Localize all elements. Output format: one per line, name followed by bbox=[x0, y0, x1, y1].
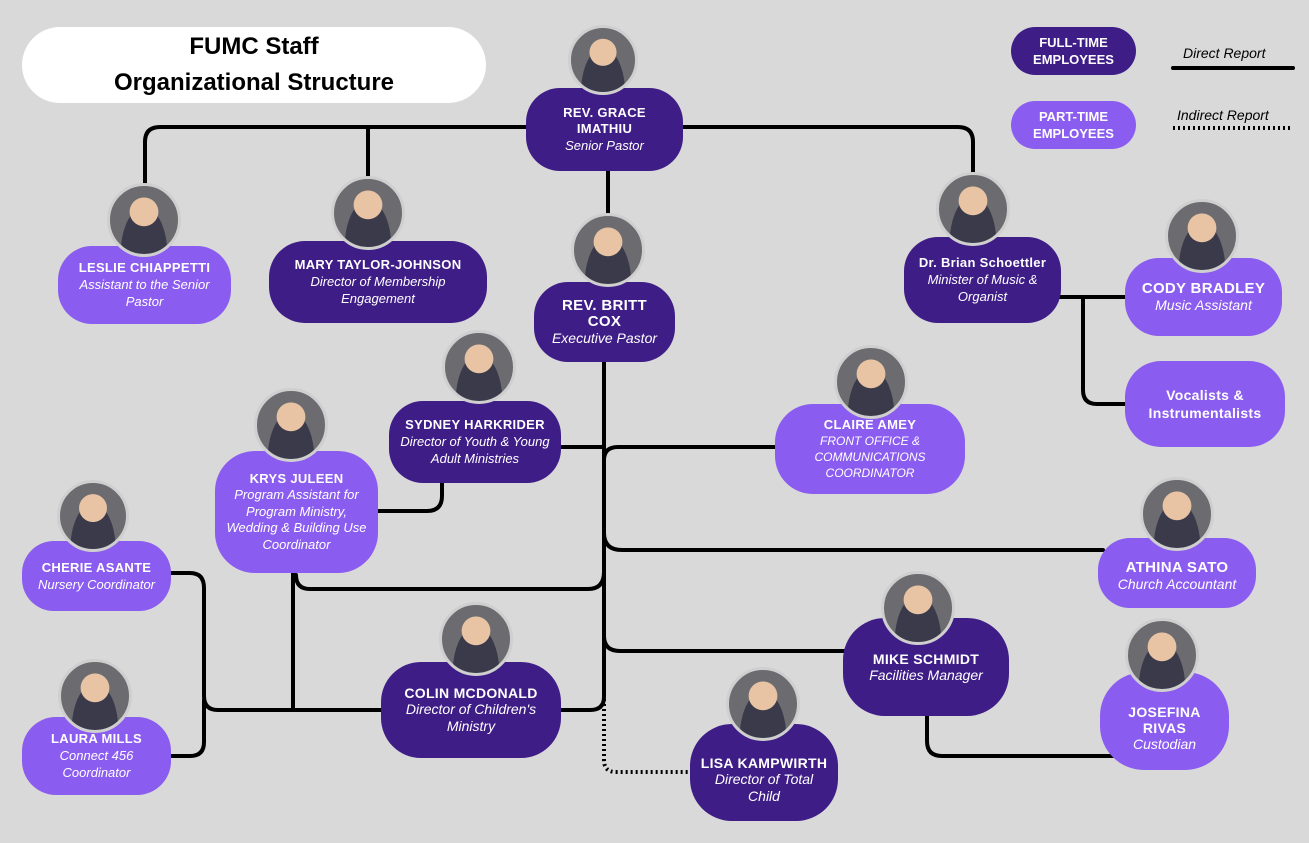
name-laura: LAURA MILLS bbox=[51, 731, 142, 746]
legend-indirect-label: Indirect Report bbox=[1177, 107, 1269, 123]
name-josefina: JOSEFINA RIVAS bbox=[1128, 703, 1201, 736]
name-leslie: LESLIE CHIAPPETTI bbox=[78, 260, 211, 275]
avatar-cody bbox=[1165, 199, 1239, 273]
name-lisa: LISA KAMPWIRTH bbox=[700, 754, 828, 771]
role-josefina: Custodian bbox=[1132, 735, 1197, 752]
node-claire-amey: CLAIRE AMEY FRONT OFFICE & COMMUNICATION… bbox=[775, 404, 965, 494]
avatar-leslie bbox=[107, 183, 181, 257]
avatar-lisa bbox=[726, 667, 800, 741]
role-cherie: Nursery Coordinator bbox=[37, 576, 156, 592]
node-grace-imathiu: REV. GRACE IMATHIU Senior Pastor bbox=[526, 88, 683, 171]
name-grace: REV. GRACE IMATHIU bbox=[563, 105, 646, 136]
node-leslie-chiappetti: LESLIE CHIAPPETTI Assistant to the Senio… bbox=[58, 246, 231, 324]
connector-laura bbox=[168, 698, 206, 758]
connector-sydney-krys bbox=[376, 480, 444, 513]
node-sydney-harkrider: SYDNEY HARKRIDER Director of Youth & You… bbox=[389, 401, 561, 483]
avatar-mary bbox=[331, 176, 405, 250]
role-laura: Connect 456 Coordinator bbox=[59, 748, 134, 780]
avatar-brian bbox=[936, 172, 1010, 246]
node-colin-mcdonald: COLIN MCDONALD Director of Children's Mi… bbox=[381, 662, 561, 758]
role-grace: Senior Pastor bbox=[565, 138, 644, 153]
title-line-1: FUMC Staff bbox=[189, 33, 319, 60]
connector-vocalists bbox=[1081, 295, 1129, 406]
name-cody: CODY BRADLEY bbox=[1141, 279, 1266, 297]
avatar-grace bbox=[568, 25, 638, 95]
role-athina: Church Accountant bbox=[1117, 575, 1237, 592]
node-athina-sato: ATHINA SATO Church Accountant bbox=[1098, 538, 1256, 608]
connector-mike bbox=[602, 634, 847, 653]
avatar-laura bbox=[58, 659, 132, 733]
avatar-claire bbox=[834, 345, 908, 419]
node-vocalists: Vocalists & Instrumentalists bbox=[1125, 361, 1285, 447]
role-mary: Director of Membership Engagement bbox=[310, 274, 446, 306]
avatar-cherie bbox=[57, 480, 129, 552]
name-mike: MIKE SCHMIDT bbox=[872, 650, 980, 667]
node-mary-taylor-johnson: MARY TAYLOR-JOHNSON Director of Membersh… bbox=[269, 241, 487, 323]
name-cherie: CHERIE ASANTE bbox=[41, 559, 152, 575]
name-sydney: SYDNEY HARKRIDER bbox=[405, 417, 545, 432]
connector-lisa-indirect bbox=[602, 604, 690, 774]
chart-title: FUMC Staff Organizational Structure bbox=[22, 27, 486, 103]
name-claire: CLAIRE AMEY bbox=[823, 417, 917, 432]
avatar-josefina bbox=[1125, 618, 1199, 692]
connector-colin-left bbox=[168, 571, 384, 712]
avatar-colin bbox=[439, 602, 513, 676]
avatar-britt bbox=[571, 213, 645, 287]
connector-krys-bottom bbox=[294, 570, 606, 591]
avatar-sydney bbox=[442, 330, 516, 404]
role-colin: Director of Children's Ministry bbox=[405, 701, 537, 734]
role-sydney: Director of Youth & Young Adult Ministri… bbox=[400, 434, 550, 466]
legend-direct-label: Direct Report bbox=[1183, 45, 1266, 61]
role-krys: Program Assistant for Program Ministry, … bbox=[226, 487, 367, 552]
role-cody: Music Assistant bbox=[1155, 296, 1252, 313]
role-claire: FRONT OFFICE & COMMUNICATIONS COORDINATO… bbox=[814, 434, 926, 480]
title-line-2: Organizational Structure bbox=[113, 69, 395, 96]
role-lisa: Director of Total Child bbox=[714, 770, 814, 804]
name-britt: REV. BRITT COX bbox=[562, 296, 647, 330]
connector-claire bbox=[602, 445, 780, 462]
connector-josefina bbox=[925, 713, 1115, 758]
name-athina: ATHINA SATO bbox=[1125, 558, 1229, 576]
avatar-mike bbox=[881, 571, 955, 645]
role-leslie: Assistant to the Senior Pastor bbox=[79, 277, 210, 309]
node-britt-cox: REV. BRITT COX Executive Pastor bbox=[534, 282, 675, 362]
node-krys-juleen: KRYS JULEEN Program Assistant for Progra… bbox=[215, 451, 378, 573]
role-mike: Facilities Manager bbox=[869, 666, 983, 683]
connector-britt-trunk bbox=[558, 360, 606, 712]
node-laura-mills: LAURA MILLS Connect 456 Coordinator bbox=[22, 717, 171, 795]
connector-athina bbox=[602, 531, 1105, 552]
role-brian: Minister of Music & Organist bbox=[927, 272, 1038, 304]
name-brian: Dr. Brian Schoettler bbox=[918, 255, 1047, 270]
name-krys: KRYS JULEEN bbox=[249, 471, 344, 486]
avatar-krys bbox=[254, 388, 328, 462]
name-colin: COLIN MCDONALD bbox=[404, 685, 538, 701]
node-cherie-asante: CHERIE ASANTE Nursery Coordinator bbox=[22, 541, 171, 611]
legend-full-time: FULL-TIME EMPLOYEES bbox=[1011, 27, 1136, 75]
avatar-athina bbox=[1140, 477, 1214, 551]
node-brian-schoettler: Dr. Brian Schoettler Minister of Music &… bbox=[904, 237, 1061, 323]
legend-part-time: PART-TIME EMPLOYEES bbox=[1011, 101, 1136, 149]
name-mary: MARY TAYLOR-JOHNSON bbox=[294, 257, 462, 272]
name-vocalists: Vocalists & Instrumentalists bbox=[1148, 387, 1262, 421]
role-britt: Executive Pastor bbox=[551, 329, 658, 346]
